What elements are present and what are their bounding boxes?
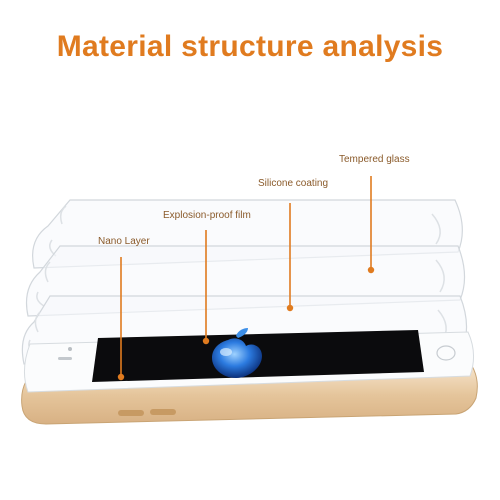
explosion-proof-film-label: Explosion-proof film	[163, 210, 251, 221]
tempered-glass-callout-dot	[367, 266, 375, 274]
explosion-proof-film-callout-dot	[202, 337, 210, 345]
apple-logo-icon	[212, 328, 262, 378]
front-camera	[68, 347, 72, 351]
callout-lines	[117, 176, 375, 381]
home-button	[436, 345, 456, 361]
silicone-coating-callout-dot	[286, 304, 294, 312]
earpiece	[58, 357, 72, 360]
phone	[21, 328, 478, 425]
tempered-glass-label: Tempered glass	[339, 154, 410, 165]
volume-button	[150, 409, 176, 415]
silicone-coating-label: Silicone coating	[258, 178, 329, 189]
volume-button	[118, 410, 144, 416]
nano-layer-callout-dot	[117, 373, 125, 381]
page-title: Material structure analysis	[56, 30, 444, 63]
nano-layer-label: Nano Layer	[98, 236, 150, 247]
